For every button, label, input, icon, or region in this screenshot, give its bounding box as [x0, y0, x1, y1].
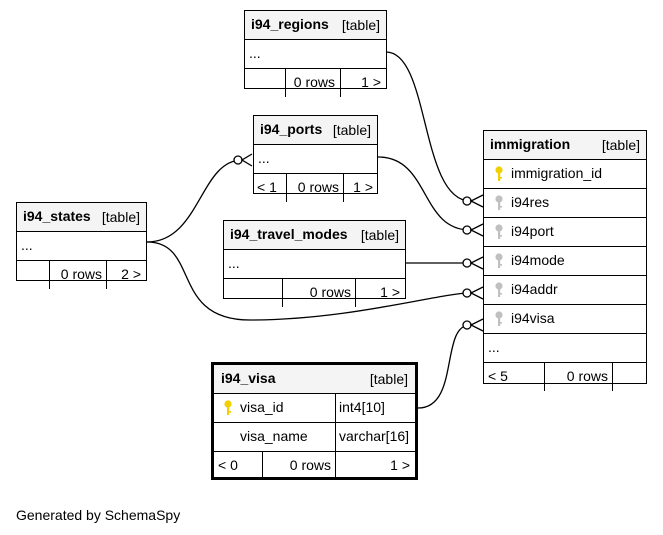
- many-marker: [469, 318, 484, 332]
- table-name: immigration: [490, 136, 571, 152]
- parent-count: < 0: [218, 457, 238, 473]
- many-marker: [469, 286, 484, 300]
- foreign-key-icon: [495, 311, 503, 326]
- table-immigration[interactable]: immigration [table] immigration_id i94re…: [483, 130, 647, 391]
- table-type: [table]: [601, 137, 640, 153]
- column-row: immigration_id: [484, 160, 646, 189]
- edge-regions-immigration: [385, 51, 471, 202]
- column-name: immigration_id: [511, 165, 603, 181]
- many-marker: [469, 223, 484, 237]
- table-type: [table]: [332, 122, 371, 138]
- column-row: i94visa: [484, 305, 646, 334]
- foreign-key-icon: [495, 282, 503, 297]
- row-count: 0 rows: [297, 179, 339, 195]
- parent-count: < 5: [488, 368, 508, 384]
- column-row: i94mode: [484, 247, 646, 276]
- table-footer: 0 rows 1 >: [224, 279, 405, 307]
- column-name: i94visa: [511, 310, 555, 326]
- edge-visa-immigration: [417, 324, 471, 409]
- column-name: i94port: [511, 223, 554, 239]
- table-type: [table]: [369, 371, 408, 387]
- table-header: i94_visa [table]: [214, 365, 415, 394]
- column-name: visa_name: [240, 428, 308, 444]
- table-body: ...: [17, 232, 146, 261]
- column-row: visa_name varchar[16]: [214, 423, 415, 452]
- edge-states-immigration: [146, 241, 471, 321]
- foreign-key-icon: [495, 224, 503, 239]
- table-footer: < 0 0 rows 1 >: [214, 452, 415, 480]
- foreign-key-icon: [495, 195, 503, 210]
- row-count: 0 rows: [289, 457, 331, 473]
- table-footer: < 1 0 rows 1 >: [254, 174, 377, 202]
- table-type: [table]: [341, 17, 380, 33]
- table-header: i94_travel_modes [table]: [224, 221, 405, 250]
- table-body: ...: [245, 40, 386, 69]
- edge-ports-immigration: [377, 156, 471, 231]
- table-i94-ports[interactable]: i94_ports [table] ... < 1 0 rows 1 >: [253, 115, 378, 202]
- table-footer: < 5 0 rows: [484, 363, 646, 391]
- table-body: ...: [254, 145, 377, 174]
- table-footer: 0 rows 1 >: [245, 69, 386, 97]
- table-type: [table]: [360, 227, 399, 243]
- foreign-key-icon: [495, 253, 503, 268]
- child-count: 1 >: [390, 457, 410, 473]
- column-row: i94port: [484, 218, 646, 247]
- many-marker: [469, 194, 484, 208]
- many-marker: [240, 153, 253, 167]
- table-body: ...: [224, 250, 405, 279]
- child-count: 1 >: [380, 284, 400, 300]
- column-row: i94addr: [484, 276, 646, 305]
- row-count: 0 rows: [309, 284, 351, 300]
- primary-key-icon: [495, 166, 503, 181]
- table-i94-visa[interactable]: i94_visa [table] visa_id int4[10] visa_n…: [211, 362, 418, 480]
- many-marker: [469, 256, 484, 270]
- column-type: varchar[16]: [339, 428, 410, 444]
- table-name: i94_regions: [251, 16, 329, 32]
- row-count: 0 rows: [60, 266, 102, 282]
- row-count: 0 rows: [566, 368, 608, 384]
- generated-by-footer: Generated by SchemaSpy: [16, 507, 181, 523]
- column-row: visa_id int4[10]: [214, 394, 415, 423]
- table-name: i94_visa: [221, 370, 276, 386]
- child-count: 2 >: [121, 266, 141, 282]
- table-header: i94_states [table]: [17, 203, 146, 232]
- table-i94-travel-modes[interactable]: i94_travel_modes [table] ... 0 rows 1 >: [223, 220, 406, 307]
- table-name: i94_travel_modes: [230, 226, 348, 242]
- child-count: 1 >: [353, 179, 373, 195]
- column-row: i94res: [484, 189, 646, 218]
- table-i94-states[interactable]: i94_states [table] ... 0 rows 2 >: [16, 202, 147, 289]
- table-name: i94_ports: [260, 121, 323, 137]
- child-count: 1 >: [361, 74, 381, 90]
- table-body: ...: [484, 334, 646, 363]
- table-header: i94_regions [table]: [245, 11, 386, 40]
- table-i94-regions[interactable]: i94_regions [table] ... 0 rows 1 >: [244, 10, 387, 97]
- column-name: i94res: [511, 194, 550, 210]
- table-footer: 0 rows 2 >: [17, 261, 146, 289]
- edge-states-ports: [146, 159, 243, 243]
- column-name: visa_id: [240, 399, 284, 415]
- table-type: [table]: [101, 209, 140, 225]
- table-header: i94_ports [table]: [254, 116, 377, 145]
- table-name: i94_states: [23, 208, 91, 224]
- column-name: i94addr: [511, 281, 558, 297]
- parent-count: < 1: [257, 179, 277, 195]
- row-count: 0 rows: [293, 74, 335, 90]
- column-type: int4[10]: [339, 399, 385, 415]
- primary-key-icon: [224, 400, 232, 415]
- table-header: immigration [table]: [484, 131, 646, 160]
- column-name: i94mode: [511, 252, 565, 268]
